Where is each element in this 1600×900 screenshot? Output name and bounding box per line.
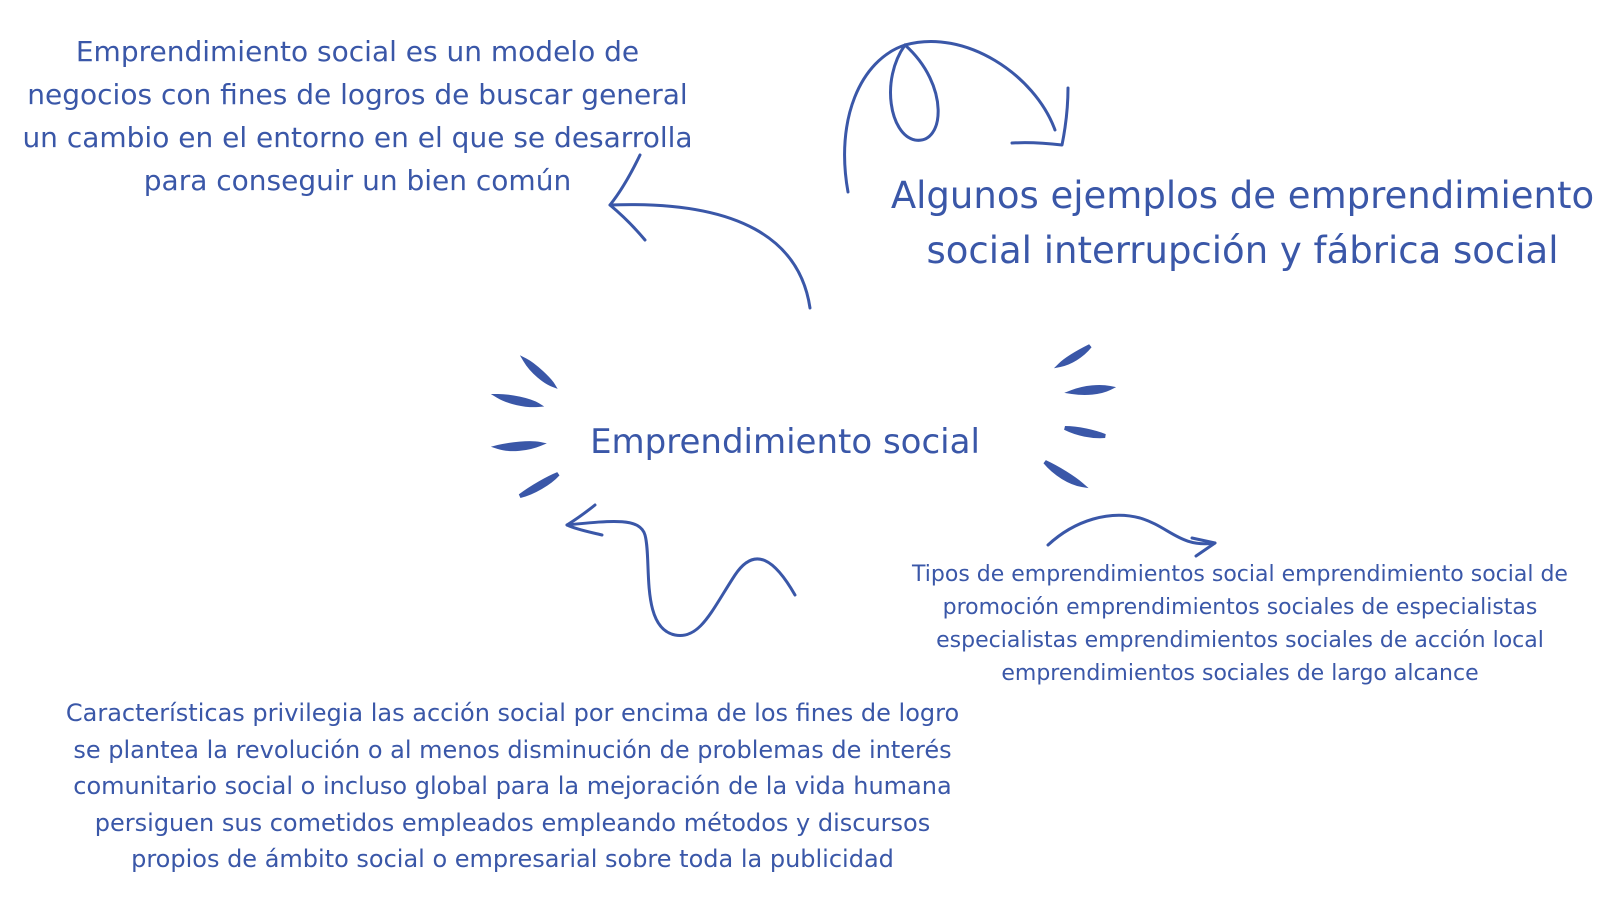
examples-line: Algunos ejemplos de emprendimiento (890, 174, 1595, 217)
squiggle-arrow-icon (565, 503, 797, 637)
definition-line: para conseguir un bien común (143, 164, 572, 197)
looped-arrow-icon (843, 39, 1070, 194)
types-line: emprendimientos sociales de largo alcanc… (1001, 661, 1479, 686)
examples-line: social interrupción y fábrica social (926, 229, 1559, 272)
definition-text: Emprendimiento social es un modelo de neg… (0, 30, 715, 202)
types-line: especialistas emprendimientos sociales d… (936, 628, 1544, 653)
features-line: se plantea la revolución o al menos dism… (73, 735, 952, 764)
definition-line: Emprendimiento social es un modelo de (75, 35, 640, 68)
definition-line: un cambio en el entorno en el que se des… (22, 121, 693, 154)
center-line: Emprendimiento social (590, 422, 980, 462)
features-line: persiguen sus cometidos empleados emplea… (94, 808, 931, 837)
definition-line: negocios con fines de logros de buscar g… (27, 78, 688, 111)
emphasis-dashes-icon (490, 344, 1117, 498)
center-topic: Emprendimiento social (560, 420, 1010, 464)
examples-text: Algunos ejemplos de emprendimiento social… (885, 168, 1600, 278)
types-line: Tipos de emprendimientos social emprendi… (912, 562, 1568, 587)
features-line: comunitario social o incluso global para… (73, 772, 952, 800)
wavy-arrow-icon (1046, 513, 1217, 558)
features-line: propios de ámbito social o empresarial s… (131, 845, 894, 873)
types-line: promoción emprendimientos sociales de es… (942, 595, 1538, 620)
curved-arrow-icon (608, 153, 812, 310)
features-line: Características privilegia las acción so… (65, 699, 960, 727)
features-text: Características privilegia las acción so… (30, 695, 995, 878)
types-text: Tipos de emprendimientos social emprendi… (880, 558, 1600, 690)
